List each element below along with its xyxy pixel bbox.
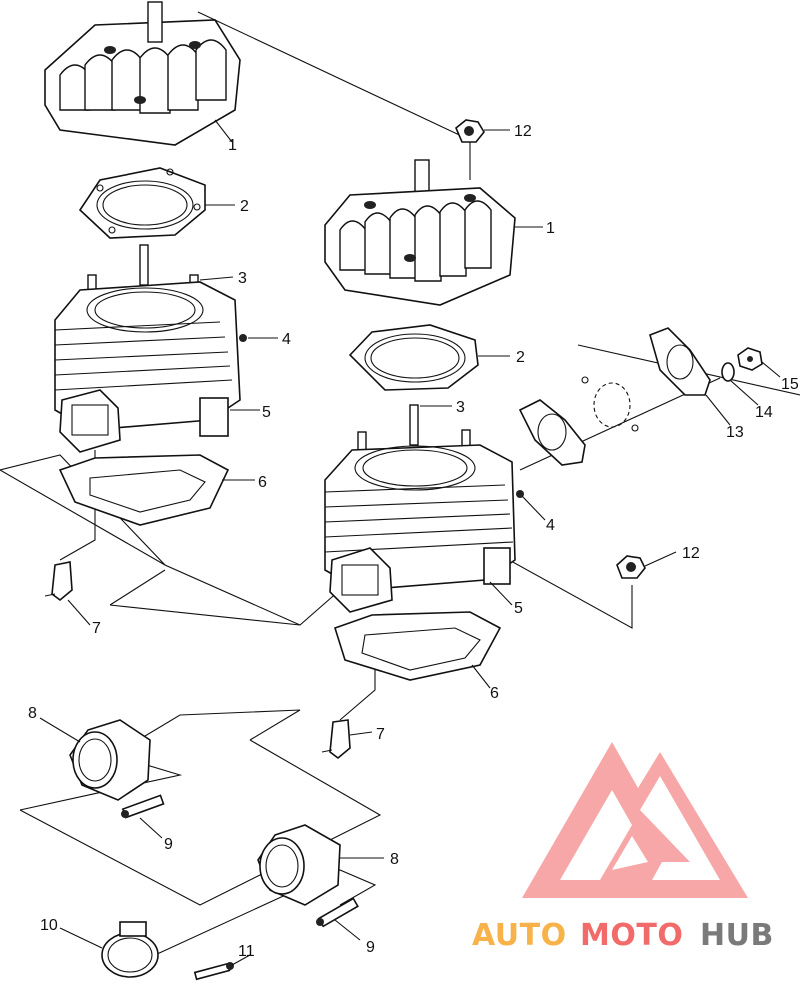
callout-plug-right: 4 [546, 517, 555, 534]
callout-head-right: 1 [546, 220, 555, 237]
screw-upper [121, 794, 165, 819]
intake-boot-lower [257, 824, 341, 906]
callout-plug-left: 4 [282, 331, 291, 348]
callout-labels: 1 2 3 4 5 6 7 12 1 2 3 4 5 6 7 12 13 14 … [28, 123, 799, 960]
fitting-right [321, 719, 351, 760]
callout-gasket-right: 2 [516, 349, 525, 366]
base-gasket-left [58, 454, 230, 526]
callout-fitting-right: 7 [376, 726, 385, 743]
clamp-screw [193, 962, 234, 981]
callout-washer: 14 [755, 404, 773, 421]
exhaust-nut [737, 347, 763, 371]
callout-exhaust-gasket: 13 [726, 424, 744, 441]
callout-clamp: 10 [40, 917, 58, 934]
callout-screw-upper: 9 [164, 836, 173, 853]
washer [721, 362, 735, 382]
intake-boot-upper [69, 719, 151, 801]
callout-cylinder-right: 5 [514, 600, 523, 617]
callout-exhaust-nut: 15 [781, 376, 799, 393]
callout-head-left: 1 [228, 137, 237, 154]
cylinder-head-right [324, 159, 516, 306]
callout-stud-right: 3 [456, 399, 465, 416]
callout-stud-left: 3 [238, 270, 247, 287]
callout-screw-lower: 9 [366, 939, 375, 956]
exhaust-gasket-middle [581, 376, 639, 432]
clamp [101, 921, 159, 978]
callout-fitting-left: 7 [92, 620, 101, 637]
screw-lower [316, 897, 359, 928]
cylinder-left [54, 244, 247, 453]
cylinder-right [324, 404, 524, 613]
exhaust-gasket-right [649, 327, 711, 396]
callout-base-gasket-left: 6 [258, 474, 267, 491]
watermark-text-moto: MOTO [580, 918, 683, 953]
callout-nut-right: 12 [682, 545, 700, 562]
callout-intake-lower: 8 [390, 851, 399, 868]
callout-clamp-screw: 11 [238, 943, 255, 960]
exhaust-gasket-left [518, 399, 586, 466]
head-gasket-right [348, 324, 479, 391]
fitting-left [44, 561, 73, 602]
watermark-text-hub: HUB [700, 918, 774, 953]
nut-right [616, 555, 646, 579]
callout-cylinder-left: 5 [262, 404, 271, 421]
callout-base-gasket-right: 6 [490, 685, 499, 702]
cylinder-head-left [44, 1, 241, 146]
callout-nut-top: 12 [514, 123, 532, 140]
watermark-logo [522, 742, 748, 898]
callout-intake-upper: 8 [28, 705, 37, 722]
head-gasket-left [78, 167, 206, 239]
callout-gasket-left: 2 [240, 198, 249, 215]
base-gasket-right [334, 611, 502, 681]
callout-leaders [39, 119, 781, 966]
nut-top [455, 119, 485, 143]
watermark-text-auto: AUTO [472, 918, 567, 953]
